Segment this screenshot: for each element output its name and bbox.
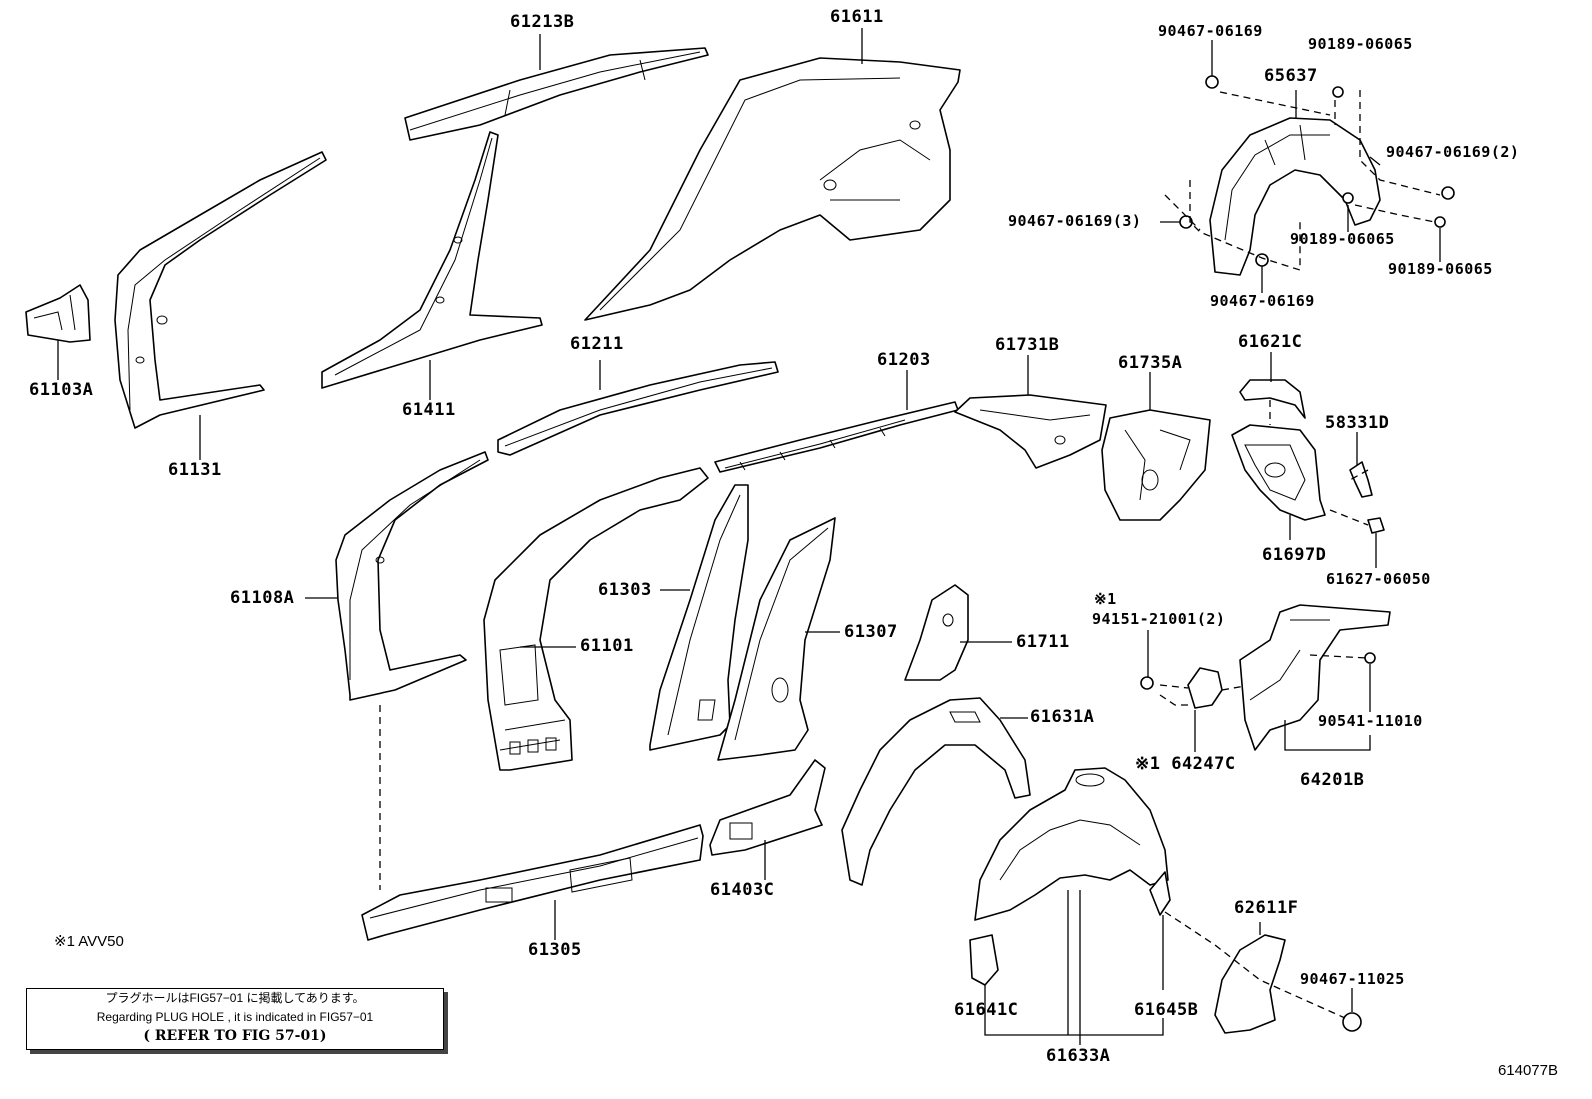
label-61711[interactable]: 61711 (1016, 632, 1070, 652)
label-90189-06065-right[interactable]: 90189-06065 (1388, 260, 1493, 278)
label-90467-11025[interactable]: 90467-11025 (1300, 970, 1405, 988)
label-61303[interactable]: 61303 (598, 580, 652, 600)
label-65637[interactable]: 65637 (1264, 66, 1318, 86)
reference-link[interactable]: ( REFER TO FIG 57-01) (143, 1028, 327, 1044)
label-61305[interactable]: 61305 (528, 940, 582, 960)
label-61633A[interactable]: 61633A (1046, 1046, 1111, 1066)
part-64201B-shape (1239, 604, 1391, 751)
reference-line-jp: プラグホールはFIG57−01 に掲載してあります。 (105, 991, 365, 1005)
label-90189-06065-mid[interactable]: 90189-06065 (1290, 230, 1395, 248)
label-61611[interactable]: 61611 (830, 7, 884, 27)
part-61631A-shape (841, 697, 1031, 886)
part-61211-shape (497, 361, 779, 456)
part-61131-shape (114, 151, 327, 429)
part-61697D-shape (1231, 424, 1326, 521)
part-61621C-shape (1239, 379, 1306, 419)
part-61641C-shape (969, 934, 999, 986)
label-90189-06065-top[interactable]: 90189-06065 (1308, 35, 1413, 53)
part-61101-shape (483, 467, 709, 771)
label-61645B[interactable]: 61645B (1134, 1000, 1199, 1020)
label-61621C[interactable]: 61621C (1238, 332, 1303, 352)
label-61403C[interactable]: 61403C (710, 880, 775, 900)
dashed-lines (379, 90, 1441, 1019)
part-61627-06050-shape (1367, 517, 1385, 534)
label-61631A[interactable]: 61631A (1030, 707, 1095, 727)
reference-line-en: Regarding PLUG HOLE , it is indicated in… (96, 1010, 374, 1024)
part-61307-shape (717, 517, 836, 761)
part-61731B-shape (954, 394, 1107, 469)
label-61131[interactable]: 61131 (168, 460, 222, 480)
part-61735A-shape (1101, 409, 1211, 521)
label-61211[interactable]: 61211 (570, 334, 624, 354)
label-58331D[interactable]: 58331D (1325, 413, 1390, 433)
label-90467-06169-3[interactable]: 90467-06169(3) (1008, 212, 1142, 230)
part-61203-shape (714, 401, 959, 473)
label-61731B[interactable]: 61731B (995, 335, 1060, 355)
label-90541-11010[interactable]: 90541-11010 (1318, 712, 1423, 730)
part-61633A-shape (974, 767, 1169, 921)
label-61213B[interactable]: 61213B (510, 12, 575, 32)
label-61697D[interactable]: 61697D (1262, 545, 1327, 565)
label-62611F[interactable]: 62611F (1234, 898, 1299, 918)
reference-box: プラグホールはFIG57−01 に掲載してあります。 Regarding PLU… (26, 988, 444, 1050)
label-90467-06169-2[interactable]: 90467-06169(2) (1386, 143, 1520, 161)
label-90467-06169-top[interactable]: 90467-06169 (1158, 22, 1263, 40)
label-61101[interactable]: 61101 (580, 636, 634, 656)
part-61108A-shape (335, 451, 489, 701)
label-61641C[interactable]: 61641C (954, 1000, 1019, 1020)
label-61108A[interactable]: 61108A (230, 588, 295, 608)
part-61103A-shape (25, 284, 91, 343)
label-90467-06169-bottom[interactable]: 90467-06169 (1210, 292, 1315, 310)
part-61213B-shape (404, 47, 709, 141)
part-61411-shape (321, 131, 543, 389)
part-61645B-shape (1149, 871, 1171, 916)
part-61303-shape (649, 484, 749, 751)
label-61735A[interactable]: 61735A (1118, 353, 1183, 373)
label-61203[interactable]: 61203 (877, 350, 931, 370)
part-61403C-shape (709, 759, 826, 856)
label-64201B[interactable]: 64201B (1300, 770, 1365, 790)
label-61411[interactable]: 61411 (402, 400, 456, 420)
label-94151-21001[interactable]: 94151-21001(2) (1092, 610, 1226, 628)
label-64247C[interactable]: ※1 64247C (1135, 754, 1236, 774)
part-61305-shape (361, 824, 704, 941)
figure-id: 614077B (1497, 1062, 1558, 1079)
part-58331D-shape (1349, 461, 1373, 498)
part-64247C-shape (1187, 667, 1223, 709)
label-mark-1: ※1 (1094, 590, 1117, 608)
label-61307[interactable]: 61307 (844, 622, 898, 642)
footnote-avv50: ※1 AVV50 (54, 933, 124, 950)
part-61711-shape (904, 584, 969, 681)
label-61627-06050[interactable]: 61627-06050 (1326, 570, 1431, 588)
part-65637-shape (1209, 117, 1381, 276)
part-62611F-shape (1214, 934, 1286, 1034)
part-61611-shape (584, 57, 961, 321)
leader-lines (57, 28, 1441, 1045)
label-61103A[interactable]: 61103A (29, 380, 94, 400)
